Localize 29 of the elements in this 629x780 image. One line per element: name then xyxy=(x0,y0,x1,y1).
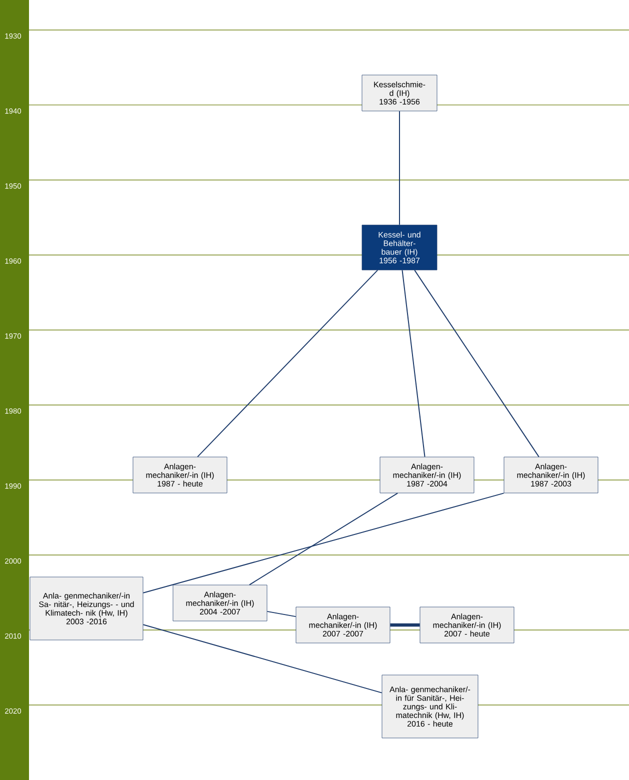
connector-line xyxy=(402,270,426,458)
career-box xyxy=(30,576,144,640)
box-text: Anlagen- mechaniker/-in (IH) 1987 -2003 xyxy=(517,463,585,487)
box-text: Anlagen- mechaniker/-in (IH) 2007 -2007 xyxy=(309,613,377,637)
connector-line xyxy=(248,492,398,586)
career-box xyxy=(172,584,268,622)
connector-line xyxy=(399,110,400,226)
box-text: Anla- genmechaniker/-in Sa- nitär-, Heizungs- - und Klimatech- nik (Hw, IH) 2003 -2016 xyxy=(39,592,134,624)
box-text: Anlagen- mechaniker/-in (IH) 1987 - heute xyxy=(146,463,214,487)
box-text: Anlagen- mechaniker/-in (IH) 1987 -2004 xyxy=(393,463,461,487)
career-box xyxy=(382,674,478,738)
highlighted-box xyxy=(362,224,438,270)
connector-line xyxy=(266,610,296,618)
connector-line xyxy=(142,624,382,694)
box-text: Anlagen- mechaniker/-in (IH) 2004 -2007 xyxy=(186,591,254,615)
connector-line xyxy=(414,270,540,458)
connector-line xyxy=(390,623,420,627)
box-text: Kessel- und Behälter- bauer (IH) 1956 -1987 xyxy=(378,232,420,264)
career-box xyxy=(380,456,474,494)
box-text: Kesselschmie- d (IH) 1936 -1956 xyxy=(374,81,426,105)
career-box xyxy=(420,606,514,644)
career-box xyxy=(362,74,438,112)
box-text: Anlagen- mechaniker/-in (IH) 2007 - heute xyxy=(433,613,501,637)
career-box xyxy=(132,456,228,494)
connector-line xyxy=(142,492,504,594)
connector-line xyxy=(197,270,378,458)
box-text: Anla- genmechaniker/-in für Sanitär-, Hei- zungs- und Kli- matechnik (Hw, IH) 2016 - heute xyxy=(390,686,470,727)
career-box xyxy=(504,456,598,494)
career-box xyxy=(296,606,390,644)
